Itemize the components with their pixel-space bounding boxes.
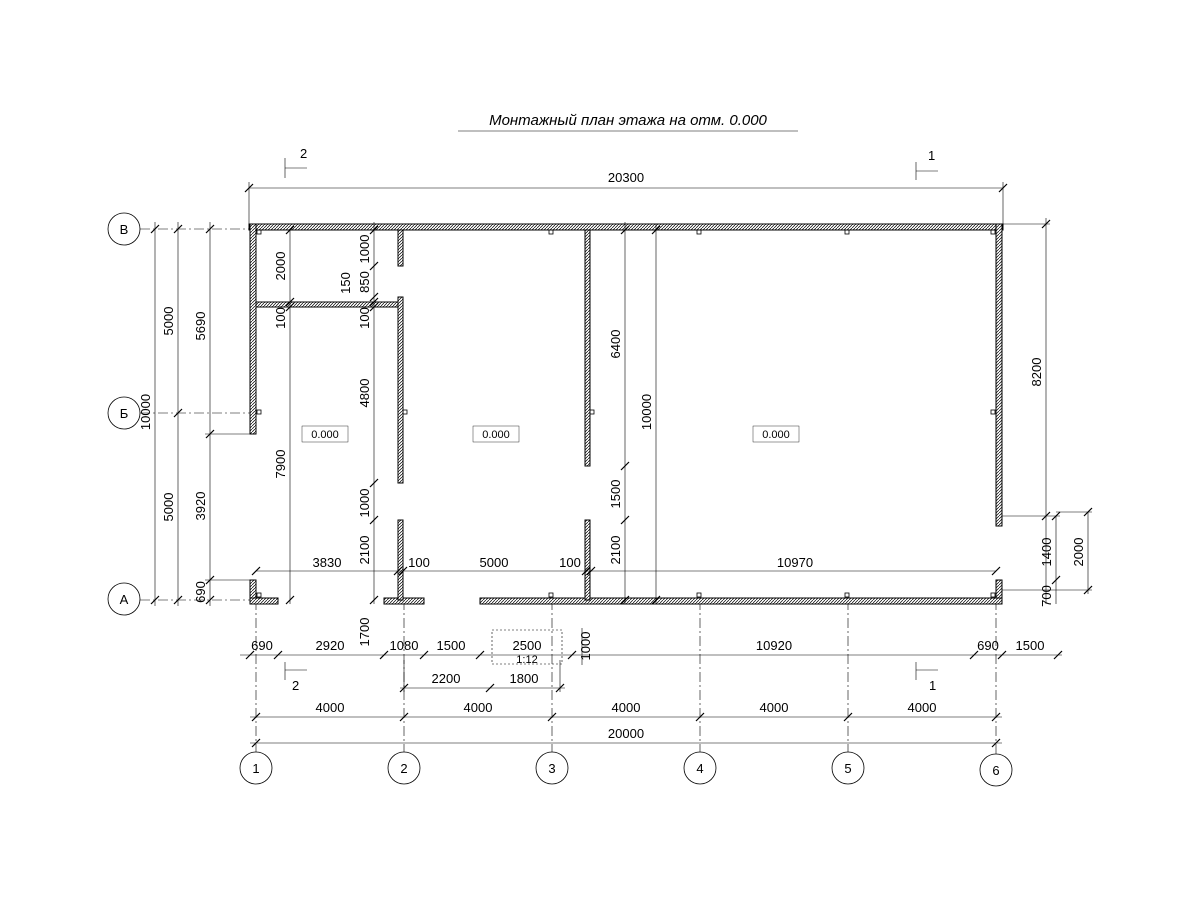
svg-text:2200: 2200 bbox=[432, 671, 461, 686]
svg-text:100: 100 bbox=[559, 555, 581, 570]
svg-text:690: 690 bbox=[193, 581, 208, 603]
dim-interior-row: 3830 100 5000 100 10970 bbox=[251, 555, 1001, 576]
svg-text:2500: 2500 bbox=[513, 638, 542, 653]
row-bubbles: В Б А bbox=[107, 212, 141, 616]
dim-bottom-row1: 690 2920 1080 1500 2500 10920 690 1500 bbox=[240, 638, 1063, 660]
svg-text:5000: 5000 bbox=[161, 493, 176, 522]
svg-text:2920: 2920 bbox=[316, 638, 345, 653]
svg-text:10970: 10970 bbox=[777, 555, 813, 570]
section-1-bottom: 1 bbox=[929, 678, 936, 693]
svg-text:690: 690 bbox=[251, 638, 273, 653]
axis-v: В bbox=[120, 222, 129, 237]
svg-text:4800: 4800 bbox=[357, 379, 372, 408]
svg-text:700: 700 bbox=[1039, 585, 1054, 607]
svg-text:4000: 4000 bbox=[316, 700, 345, 715]
section-1-top: 1 bbox=[928, 148, 935, 163]
section-marks: 2 1 2 1 bbox=[284, 146, 938, 693]
ramp-slope: 1:12 bbox=[516, 654, 537, 666]
dim-bottom-row2: 2200 1800 bbox=[399, 660, 565, 693]
svg-text:2100: 2100 bbox=[608, 536, 623, 565]
svg-text:4000: 4000 bbox=[760, 700, 789, 715]
svg-text:1000: 1000 bbox=[578, 632, 593, 661]
svg-text:10000: 10000 bbox=[138, 394, 153, 430]
svg-text:1700: 1700 bbox=[357, 618, 372, 647]
svg-text:4000: 4000 bbox=[612, 700, 641, 715]
ramp: 1:12 bbox=[491, 629, 563, 666]
axis-2: 2 bbox=[400, 761, 407, 776]
axis-1: 1 bbox=[252, 761, 259, 776]
dim-bottom-overall: 20000 bbox=[250, 726, 1002, 748]
dim-interior-vertical: 2000 100 7900 1000 850 150 100 4800 1000… bbox=[273, 222, 661, 665]
svg-text:3920: 3920 bbox=[193, 492, 208, 521]
svg-text:10000: 10000 bbox=[639, 394, 654, 430]
column-bubbles: 1 2 3 4 5 6 bbox=[239, 751, 1013, 787]
dim-top-overall: 20300 bbox=[244, 170, 1008, 224]
svg-text:5000: 5000 bbox=[161, 307, 176, 336]
svg-text:4000: 4000 bbox=[908, 700, 937, 715]
svg-text:1000: 1000 bbox=[357, 235, 372, 264]
svg-text:100: 100 bbox=[408, 555, 430, 570]
svg-text:1500: 1500 bbox=[1016, 638, 1045, 653]
svg-text:2100: 2100 bbox=[357, 536, 372, 565]
svg-text:1000: 1000 bbox=[357, 489, 372, 518]
svg-text:10920: 10920 bbox=[756, 638, 792, 653]
svg-text:100: 100 bbox=[273, 307, 288, 329]
svg-text:8200: 8200 bbox=[1029, 358, 1044, 387]
room-level-3: 0.000 bbox=[762, 429, 790, 441]
svg-text:1080: 1080 bbox=[390, 638, 419, 653]
svg-text:850: 850 bbox=[357, 271, 372, 293]
svg-text:1500: 1500 bbox=[608, 480, 623, 509]
svg-text:690: 690 bbox=[977, 638, 999, 653]
axis-4: 4 bbox=[696, 761, 703, 776]
axis-a: А bbox=[120, 592, 129, 607]
svg-text:150: 150 bbox=[338, 272, 353, 294]
row-axis-lines bbox=[140, 228, 255, 601]
axis-5: 5 bbox=[844, 761, 851, 776]
svg-text:1400: 1400 bbox=[1039, 538, 1054, 567]
svg-text:1500: 1500 bbox=[437, 638, 466, 653]
svg-text:6400: 6400 bbox=[608, 330, 623, 359]
axis-6: 6 bbox=[992, 763, 999, 778]
svg-text:2000: 2000 bbox=[273, 252, 288, 281]
section-2-top: 2 bbox=[300, 146, 307, 161]
plan-title: Монтажный план этажа на отм. 0.000 bbox=[489, 112, 767, 129]
svg-text:20000: 20000 bbox=[608, 726, 644, 741]
walls bbox=[248, 223, 1004, 605]
room-level-2: 0.000 bbox=[482, 429, 510, 441]
room-level-1: 0.000 bbox=[311, 429, 339, 441]
dim-bottom-spans: 4000 4000 4000 4000 4000 bbox=[250, 700, 1002, 722]
axis-b: Б bbox=[120, 406, 129, 421]
svg-text:100: 100 bbox=[357, 307, 372, 329]
svg-text:3830: 3830 bbox=[313, 555, 342, 570]
svg-text:4000: 4000 bbox=[464, 700, 493, 715]
dim-right: 8200 1400 700 2000 bbox=[1002, 218, 1093, 607]
svg-text:1800: 1800 bbox=[510, 671, 539, 686]
svg-text:2000: 2000 bbox=[1071, 538, 1086, 567]
svg-text:7900: 7900 bbox=[273, 450, 288, 479]
room-levels: 0.000 0.000 0.000 bbox=[301, 425, 800, 443]
axis-3: 3 bbox=[548, 761, 555, 776]
svg-text:5690: 5690 bbox=[193, 312, 208, 341]
section-2-bottom: 2 bbox=[292, 678, 299, 693]
svg-text:5000: 5000 bbox=[480, 555, 509, 570]
dim-left: 10000 5000 5000 5690 3920 690 bbox=[138, 222, 250, 606]
svg-text:20300: 20300 bbox=[608, 170, 644, 185]
column-stubs bbox=[256, 229, 996, 598]
